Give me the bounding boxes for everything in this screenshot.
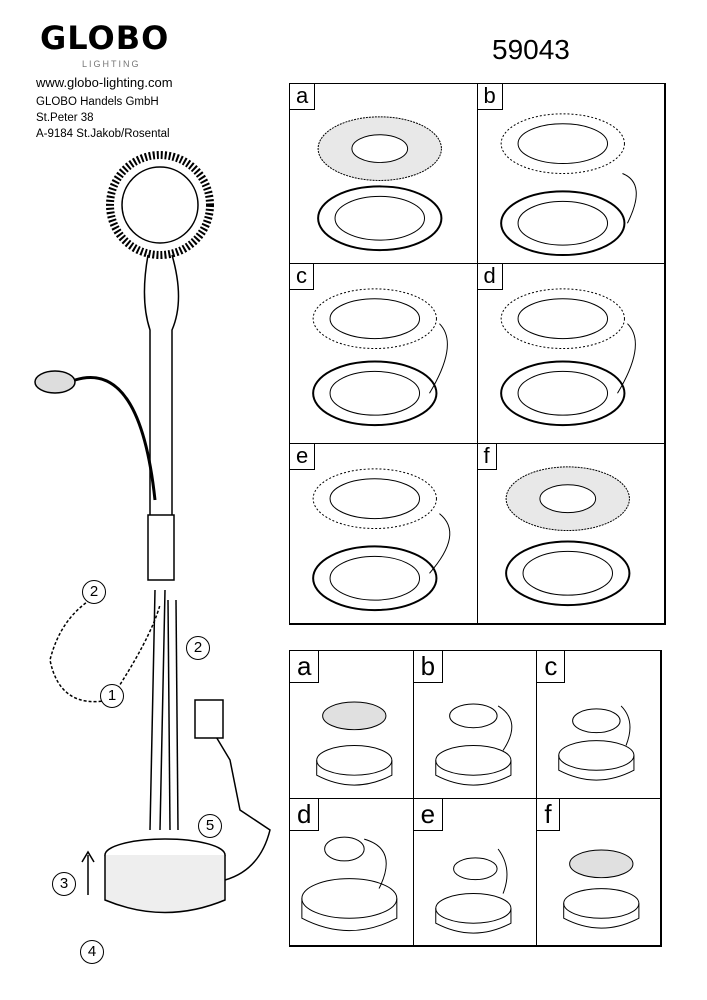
company-street: St.Peter 38 <box>36 112 94 124</box>
company-city: A-9184 St.Jakob/Rosental <box>36 128 170 140</box>
lamp-assembly-illustration <box>34 151 271 914</box>
step-number-3: 3 <box>52 872 76 896</box>
step-label: f <box>537 798 560 831</box>
ring-illustration <box>499 288 636 427</box>
disc-illustration <box>301 836 398 931</box>
step-label: c <box>290 264 314 290</box>
website-link[interactable]: www.globo-lighting.com <box>36 75 173 90</box>
disc-illustration <box>558 705 635 781</box>
step-panel-a: a <box>290 84 478 264</box>
step-panel-b: b <box>413 651 538 799</box>
step-number-5: 5 <box>198 814 222 838</box>
step-panel-e: e <box>413 798 538 946</box>
disc-illustration <box>316 701 393 786</box>
disc-illustration <box>434 848 512 934</box>
step-label: a <box>290 84 316 110</box>
step-label: e <box>413 798 444 831</box>
step-label: a <box>290 651 320 683</box>
step-panel-b: b <box>477 84 665 264</box>
step-panel-a: a <box>290 651 414 799</box>
ring-illustration <box>312 288 448 427</box>
brand-logo-sub: LIGHTING <box>82 59 141 69</box>
step-panel-d: d <box>290 798 414 946</box>
step-number-2: 2 <box>82 580 106 604</box>
step-panel-c: c <box>537 651 661 799</box>
step-panel-c: c <box>290 264 478 444</box>
step-label: c <box>537 651 566 683</box>
step-label: b <box>413 651 444 683</box>
spotlight-assembly-steps: a b c d e f <box>289 650 662 947</box>
company-name: GLOBO Handels GmbH <box>36 96 159 108</box>
ring-illustration <box>312 468 451 612</box>
step-panel-d: d <box>477 264 665 444</box>
step-number-4: 4 <box>80 940 104 964</box>
model-number: 59043 <box>492 34 570 65</box>
ring-illustration <box>317 116 443 252</box>
step-label: f <box>477 444 497 470</box>
step-panel-f: f <box>477 444 665 624</box>
step-label: d <box>477 264 503 290</box>
step-label: d <box>290 798 320 831</box>
disc-illustration <box>563 848 640 929</box>
step-panel-e: e <box>290 444 478 624</box>
brand-logo: GLOBO <box>40 19 170 57</box>
step-number-1: 1 <box>100 684 124 708</box>
step-number-2b: 2 <box>186 636 210 660</box>
ring-illustration <box>499 113 637 257</box>
step-label: b <box>477 84 503 110</box>
disc-illustration <box>434 703 512 786</box>
step-label: e <box>290 444 316 470</box>
ring-illustration <box>504 466 630 607</box>
ring-assembly-steps: a b c d e f <box>289 83 666 625</box>
step-panel-f: f <box>537 798 661 946</box>
